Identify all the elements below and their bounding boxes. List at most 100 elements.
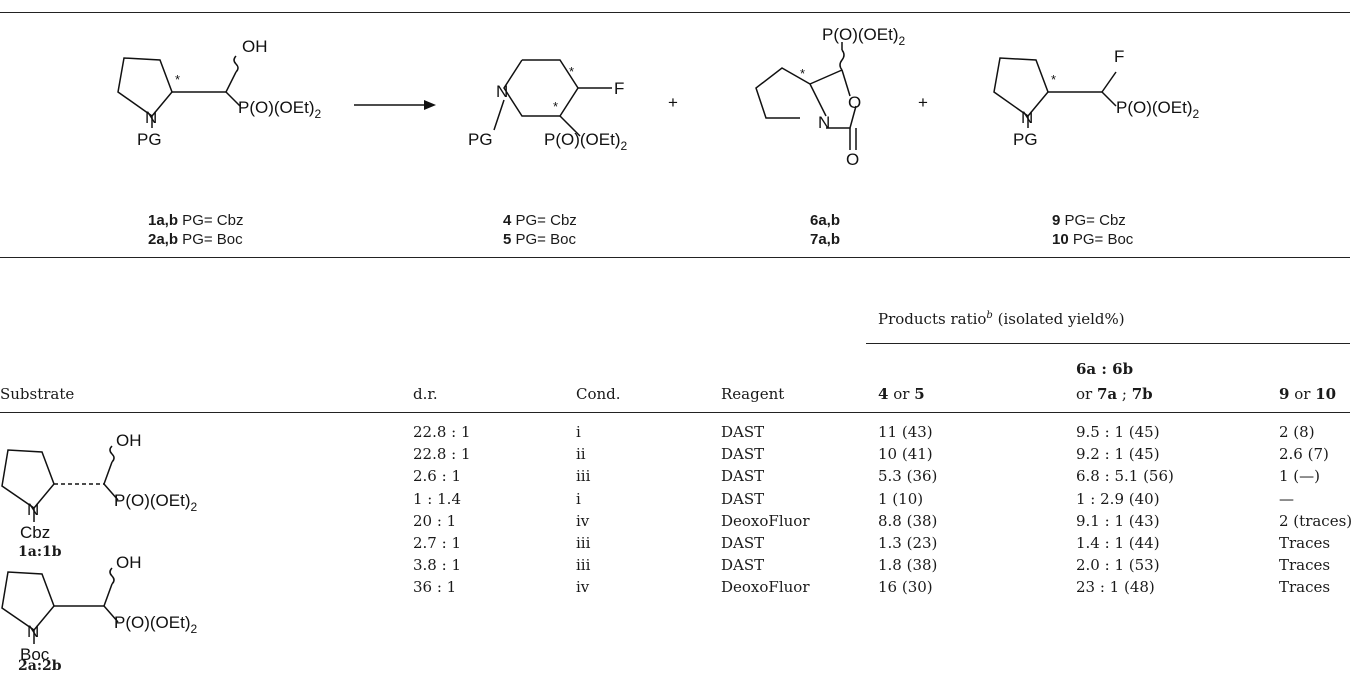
cell-p910: Traces — [1279, 556, 1331, 575]
atom-n: N — [27, 500, 39, 519]
products-ratio-header: Products ratiob (isolated yield%) — [878, 310, 1125, 328]
cell-p910: 2 (8) — [1279, 423, 1315, 441]
header-cond: Cond. — [576, 385, 621, 403]
header-substrate: Substrate — [0, 385, 75, 403]
phosphonate-label: P(O)(OEt) — [114, 491, 191, 510]
cell-cond: ii — [576, 445, 586, 464]
products-span-rule — [866, 343, 1350, 344]
subscript-2: 2 — [621, 139, 628, 153]
cell-dr: 1 : 1.4 — [413, 489, 461, 508]
cell-dr: 22.8 : 1 — [413, 423, 471, 441]
phosphonate-label: P(O)(OEt) — [1116, 98, 1193, 117]
header-products-6-7-line2: or 7a ; 7b — [1076, 385, 1153, 403]
svg-text:P(O)(OEt)2: P(O)(OEt)2 — [544, 130, 628, 153]
cell-cond: iv — [576, 578, 590, 597]
atom-oh: OH — [116, 431, 142, 450]
structure-4-5: N PG F P(O)(OEt)2 * * — [468, 59, 628, 153]
cell-dr: 2.7 : 1 — [413, 534, 461, 552]
cell-p45: 1 (10) — [878, 489, 924, 508]
subscript-2: 2 — [191, 622, 198, 636]
cell-p67: 6.8 : 5.1 (56) — [1076, 467, 1174, 486]
substrate-group-2a-2b: 2a:2b — [18, 658, 62, 674]
cell-cond: i — [576, 423, 581, 441]
compound-label-4-5: 4 PG= Cbz 5 PG= Boc — [503, 212, 577, 248]
substrate-structures: N Cbz OH P(O)(OEt)2 N Boc OH P(O)(OEt)2 — [1, 431, 198, 664]
structure-1a1b-cbz: N Cbz OH P(O)(OEt)2 — [1, 431, 198, 542]
svg-text:P(O)(OEt)2: P(O)(OEt)2 — [822, 25, 906, 48]
substrate-group-1a-1b: 1a:1b — [18, 544, 62, 560]
cell-p67: 9.2 : 1 (45) — [1076, 445, 1160, 464]
cell-p45: 1.3 (23) — [878, 534, 938, 552]
header-reagent: Reagent — [721, 385, 785, 403]
atom-n: N — [145, 108, 157, 127]
cell-cond: iv — [576, 511, 590, 530]
atom-n: N — [1021, 108, 1033, 127]
cell-p45: 11 (43) — [878, 423, 933, 441]
phosphonate-label: P(O)(OEt) — [822, 25, 899, 44]
phosphonate-label: P(O)(OEt) — [238, 98, 315, 117]
svg-text:P(O)(OEt)2: P(O)(OEt)2 — [238, 98, 322, 121]
cell-dr: 3.8 : 1 — [413, 556, 461, 575]
phosphonate-label: P(O)(OEt) — [114, 613, 191, 632]
atom-pg: PG — [137, 130, 162, 149]
cell-reagent: DAST — [721, 534, 765, 552]
cell-reagent: DAST — [721, 445, 765, 464]
cell-p67: 9.5 : 1 (45) — [1076, 423, 1160, 441]
subscript-2: 2 — [191, 500, 198, 514]
cell-cond: iii — [576, 534, 591, 552]
atom-n: N — [27, 622, 39, 641]
top-rule — [0, 12, 1350, 13]
compound-label-1ab-2ab: 1a,b PG= Cbz 2a,b PG= Boc — [148, 212, 244, 248]
compound-label-9-10: 9 PG= Cbz 10 PG= Boc — [1052, 212, 1134, 248]
subscript-2: 2 — [899, 34, 906, 48]
svg-text:P(O)(OEt)2: P(O)(OEt)2 — [114, 491, 198, 514]
cell-p910: 2.6 (7) — [1279, 445, 1329, 464]
atom-o: O — [848, 93, 861, 112]
stereo-star: * — [553, 99, 558, 114]
cell-p910: — — [1279, 489, 1294, 508]
svg-text:P(O)(OEt)2: P(O)(OEt)2 — [114, 613, 198, 636]
cell-dr: 20 : 1 — [413, 511, 457, 530]
header-products-4-5: 4 or 5 — [878, 385, 925, 403]
header-bottom-rule — [0, 412, 1350, 413]
cell-p45: 8.8 (38) — [878, 511, 938, 530]
header-products-6-7-line1: 6a : 6b — [1076, 360, 1134, 378]
cell-p67: 2.0 : 1 (53) — [1076, 556, 1160, 575]
compound-label-6ab-7ab: 6a,b 7a,b — [810, 212, 841, 248]
stereo-star: * — [175, 72, 180, 87]
stereo-star: * — [569, 64, 574, 79]
atom-pg: PG — [1013, 130, 1038, 149]
subscript-2: 2 — [315, 107, 322, 121]
stereo-star: * — [1051, 72, 1056, 87]
atom-pg: PG — [468, 130, 493, 149]
stereo-star: * — [800, 66, 805, 81]
cell-reagent: DAST — [721, 423, 765, 441]
cell-cond: iii — [576, 556, 591, 575]
cell-reagent: DAST — [721, 489, 765, 508]
cell-p910: Traces — [1279, 534, 1331, 552]
reaction-scheme: N PG OH P(O)(OEt)2 * N PG F P(O)(OEt)2 *… — [117, 25, 1200, 169]
cell-cond: iii — [576, 467, 591, 486]
cell-reagent: DAST — [721, 467, 765, 486]
cell-p45: 5.3 (36) — [878, 467, 938, 486]
cell-p67: 1.4 : 1 (44) — [1076, 534, 1160, 552]
structure-2a2b-boc: N Boc OH P(O)(OEt)2 — [1, 553, 198, 664]
atom-f: F — [1114, 47, 1124, 66]
cell-p910: 2 (traces) — [1279, 511, 1353, 530]
subscript-2: 2 — [1193, 107, 1200, 121]
cell-p910: 1 (—) — [1279, 467, 1321, 486]
cell-p67: 23 : 1 (48) — [1076, 578, 1155, 597]
atom-n: N — [496, 82, 508, 101]
phosphonate-label: P(O)(OEt) — [544, 130, 621, 149]
header-dr: d.r. — [413, 385, 438, 403]
cell-reagent: DeoxoFluor — [721, 578, 810, 597]
protecting-group-cbz: Cbz — [20, 523, 50, 542]
plus-sign: + — [918, 93, 928, 112]
cell-p45: 10 (41) — [878, 445, 933, 464]
structure-9-10: N PG F P(O)(OEt)2 * — [993, 47, 1200, 149]
atom-oh: OH — [242, 37, 268, 56]
cell-reagent: DAST — [721, 556, 765, 575]
cell-dr: 2.6 : 1 — [413, 467, 461, 486]
atom-oh: OH — [116, 553, 142, 572]
